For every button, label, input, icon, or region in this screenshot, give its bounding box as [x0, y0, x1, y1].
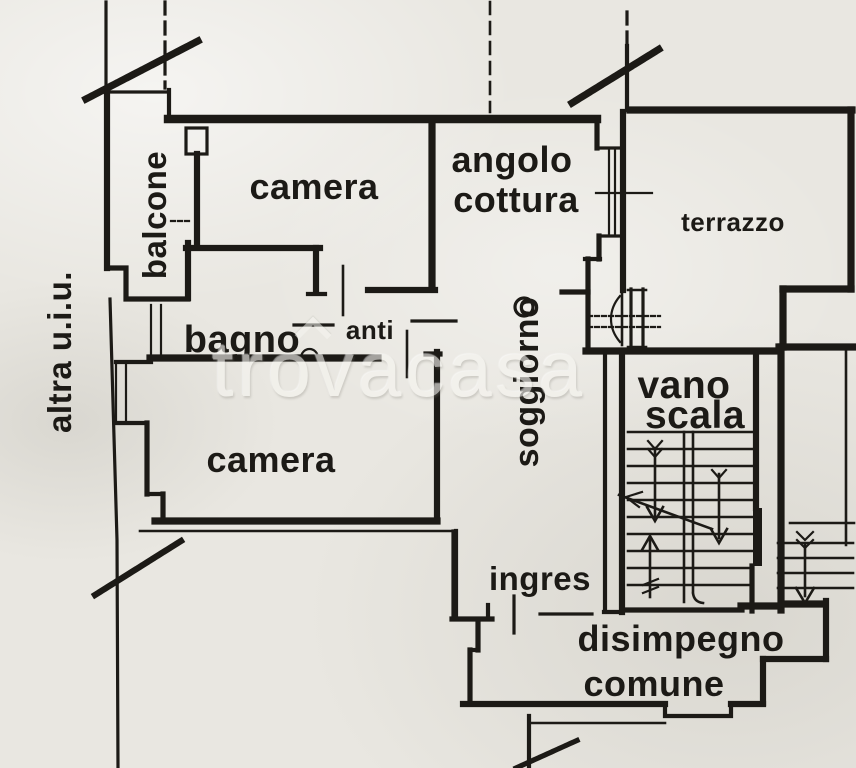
cut-mark-bottom-center: [512, 736, 582, 768]
window-box: [184, 126, 209, 156]
cut-mark-top-right: [567, 43, 666, 108]
door-swing-bump: [299, 347, 320, 360]
label-vano: vano: [637, 364, 730, 407]
label-balcone: balcone: [136, 151, 173, 279]
label-comune: comune: [583, 663, 724, 704]
stair-arrow-down-right: [709, 468, 729, 546]
label-camera-bottom: camera: [206, 439, 336, 480]
label-camera-top: camera: [249, 166, 379, 207]
label-scala: scala: [645, 394, 745, 437]
vano-scala-walls: [582, 343, 785, 616]
label-ingresso: ingres: [489, 560, 591, 597]
disimpegno-walls: [459, 597, 830, 719]
label-angolo: angolo: [452, 139, 573, 180]
stair-divider: [682, 430, 705, 605]
stair-door-leaf: [753, 508, 762, 566]
balcone-inner-walls: [169, 126, 209, 302]
anti-partitions: [292, 264, 458, 379]
bottom-boundary-lines: [526, 713, 667, 768]
camera-window: [114, 363, 128, 425]
label-altra-uiu: altra u.i.u.: [41, 271, 78, 433]
stair-treads: [626, 430, 755, 587]
terrazzo-walls: [775, 106, 856, 547]
threshold-hatch: [586, 314, 662, 329]
room-labels: camera angolo cottura terrazzo balcone b…: [41, 139, 785, 704]
corridor-stairs: [776, 521, 856, 606]
stair-arrow-down-left: [645, 439, 665, 524]
label-soggiorno: soggiorno: [508, 297, 546, 468]
cut-mark-bottom-left: [90, 536, 186, 600]
bagno-window: [149, 303, 163, 359]
camera-bottom-walls: [113, 348, 457, 621]
kitchen-terrazzo-wall: [559, 108, 654, 353]
terrazzo-door: [586, 287, 662, 350]
label-terrazzo: terrazzo: [681, 207, 785, 237]
exterior-top-walls: [104, 43, 856, 124]
door-leaf-curve: [609, 294, 622, 344]
left-boundary-walls: [103, 0, 191, 768]
stair-arrow-up: [640, 533, 660, 599]
stair-cut-line: [617, 490, 714, 531]
cut-mark-top-left: [81, 36, 203, 104]
label-bagno: bagno: [184, 319, 300, 361]
label-disimpegno: disimpegno: [577, 618, 784, 659]
bagno-walls: [146, 244, 382, 362]
section-cut-marks: [81, 36, 666, 768]
ingresso-walls: [449, 528, 594, 707]
column-circle: [513, 296, 535, 318]
label-cottura: cottura: [453, 179, 579, 220]
dashed-projection-lines: [163, 0, 629, 114]
camera-partition-wall: [364, 119, 439, 294]
label-anti: anti: [346, 315, 394, 345]
